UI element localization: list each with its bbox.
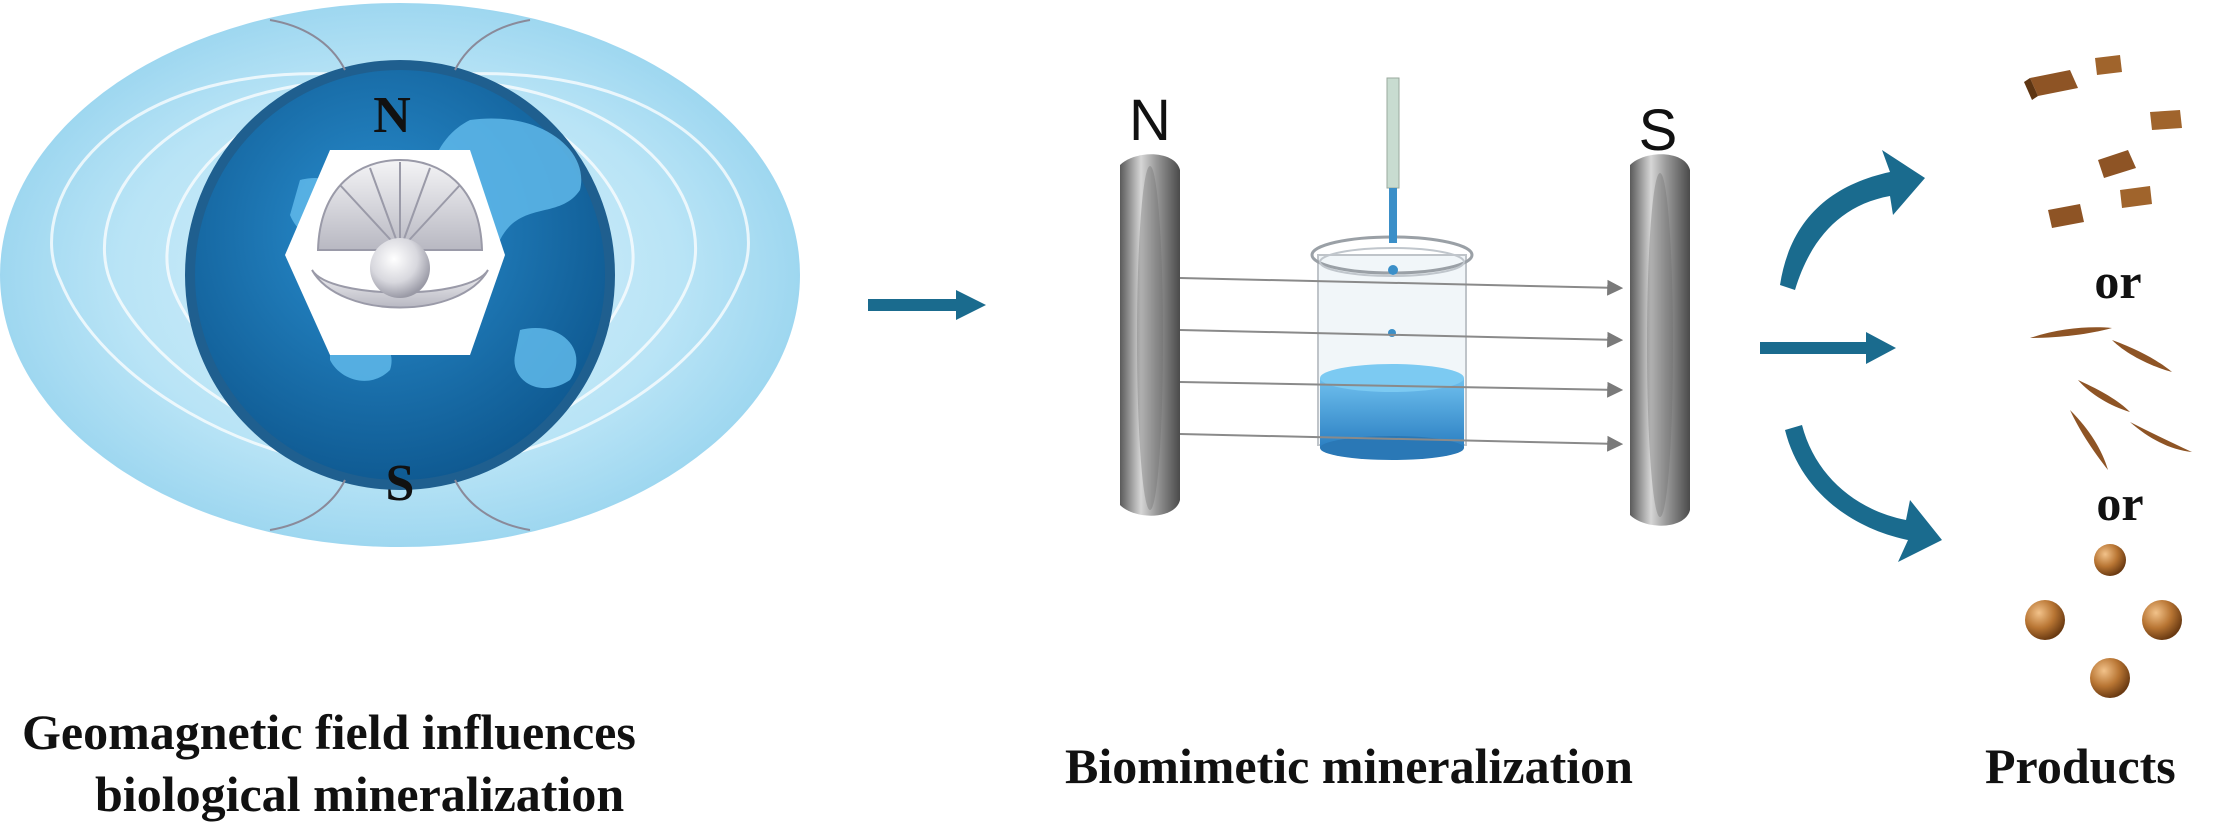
- geomagnetic-panel: N S: [0, 3, 800, 547]
- sphere-particle-icon: [2025, 544, 2182, 698]
- or-separator-1: or: [2094, 253, 2141, 309]
- mineralization-panel: N S: [1120, 77, 1690, 526]
- magnet-south-label: S: [1639, 98, 1678, 163]
- north-pole-label: N: [373, 87, 411, 144]
- magnet-plate-icon: [1630, 154, 1690, 526]
- magnet-plate-icon: [1120, 154, 1180, 516]
- curved-arrow-up: [1780, 150, 1925, 290]
- south-pole-label: S: [386, 455, 415, 512]
- pole-field-lines: [269, 19, 531, 531]
- curved-arrow-down: [1785, 425, 1942, 562]
- field-arrow-icon: [1179, 277, 1624, 452]
- products-panel: or or: [2024, 55, 2192, 698]
- geomagnetic-caption-line1: Geomagnetic field influences: [22, 704, 636, 760]
- magnet-north-label: N: [1129, 88, 1171, 153]
- products-caption: Products: [1985, 738, 2176, 794]
- geomagnetic-caption-line2: biological mineralization: [95, 766, 625, 822]
- spindle-crystal-icon: [2030, 327, 2192, 470]
- cube-crystal-icon: [2024, 55, 2182, 228]
- flow-arrows-to-products: [1760, 150, 1942, 562]
- pearl-oyster-icon: [311, 158, 489, 309]
- flow-arrow-1: [868, 290, 986, 320]
- straight-arrow-middle: [1760, 332, 1896, 364]
- mineralization-caption: Biomimetic mineralization: [1065, 738, 1633, 794]
- pearl: [370, 238, 430, 298]
- or-separator-2: or: [2096, 475, 2143, 531]
